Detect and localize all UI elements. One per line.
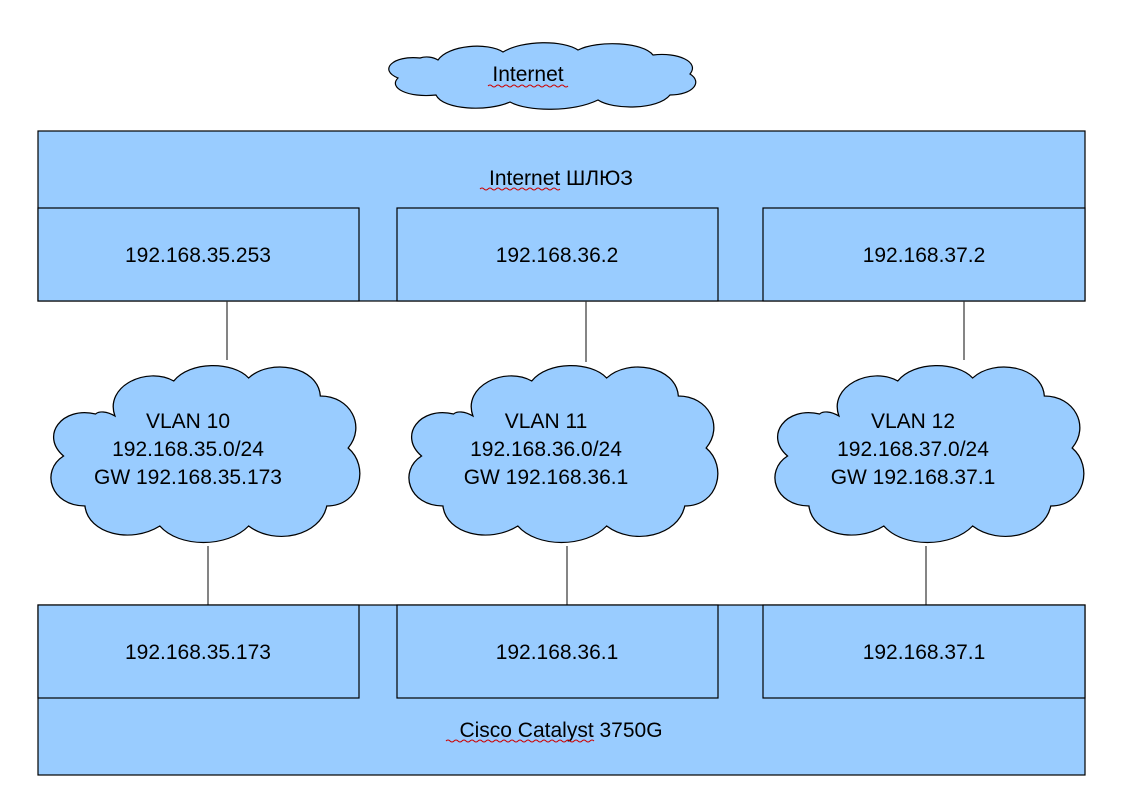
vlan-10-cloud: VLAN 10 192.168.35.0/24 GW 192.168.35.17… — [50, 364, 361, 544]
switch-port-1 — [37, 604, 360, 699]
switch-port-3-label: 192.168.37.1 — [863, 641, 986, 664]
switch-port-2-label: 192.168.36.1 — [496, 641, 619, 664]
vlan-11-cloud: VLAN 11 192.168.36.0/24 GW 192.168.36.1 — [408, 364, 719, 544]
vlan-12-gw: GW 192.168.37.1 — [831, 466, 996, 489]
vlan-10-name: VLAN 10 — [146, 410, 230, 433]
gateway-port-3-label: 192.168.37.2 — [863, 244, 986, 267]
switch-port-2 — [396, 604, 719, 699]
connectors — [207, 301, 965, 605]
gateway-port-3 — [762, 207, 1086, 302]
vlan-11-subnet: 192.168.36.0/24 — [470, 438, 622, 461]
vlan-11-name: VLAN 11 — [505, 410, 588, 433]
internet-label: Internet — [492, 63, 563, 86]
switch-port-1-label: 192.168.35.173 — [125, 641, 271, 664]
vlan-10-gw: GW 192.168.35.173 — [94, 466, 282, 489]
gateway-port-1-label: 192.168.35.253 — [125, 244, 271, 267]
gateway-port-2-label: 192.168.36.2 — [496, 244, 619, 267]
gateway-port-2 — [396, 207, 719, 302]
gateway-block: Internet ШЛЮЗ 192.168.35.253 192.168.36.… — [37, 130, 1086, 302]
switch-title: Cisco Catalyst 3750G — [459, 719, 662, 742]
internet-cloud: Internet — [388, 42, 697, 110]
gateway-title: Internet ШЛЮЗ — [489, 167, 633, 190]
switch-block: 192.168.35.173 192.168.36.1 192.168.37.1… — [37, 604, 1086, 776]
vlan-11-gw: GW 192.168.36.1 — [464, 466, 629, 489]
switch-port-3 — [762, 604, 1086, 699]
vlan-12-cloud: VLAN 12 192.168.37.0/24 GW 192.168.37.1 — [774, 364, 1085, 544]
vlan-12-subnet: 192.168.37.0/24 — [837, 438, 989, 461]
vlan-10-subnet: 192.168.35.0/24 — [112, 438, 264, 461]
vlan-12-name: VLAN 12 — [871, 410, 955, 433]
gateway-port-1 — [37, 207, 360, 302]
